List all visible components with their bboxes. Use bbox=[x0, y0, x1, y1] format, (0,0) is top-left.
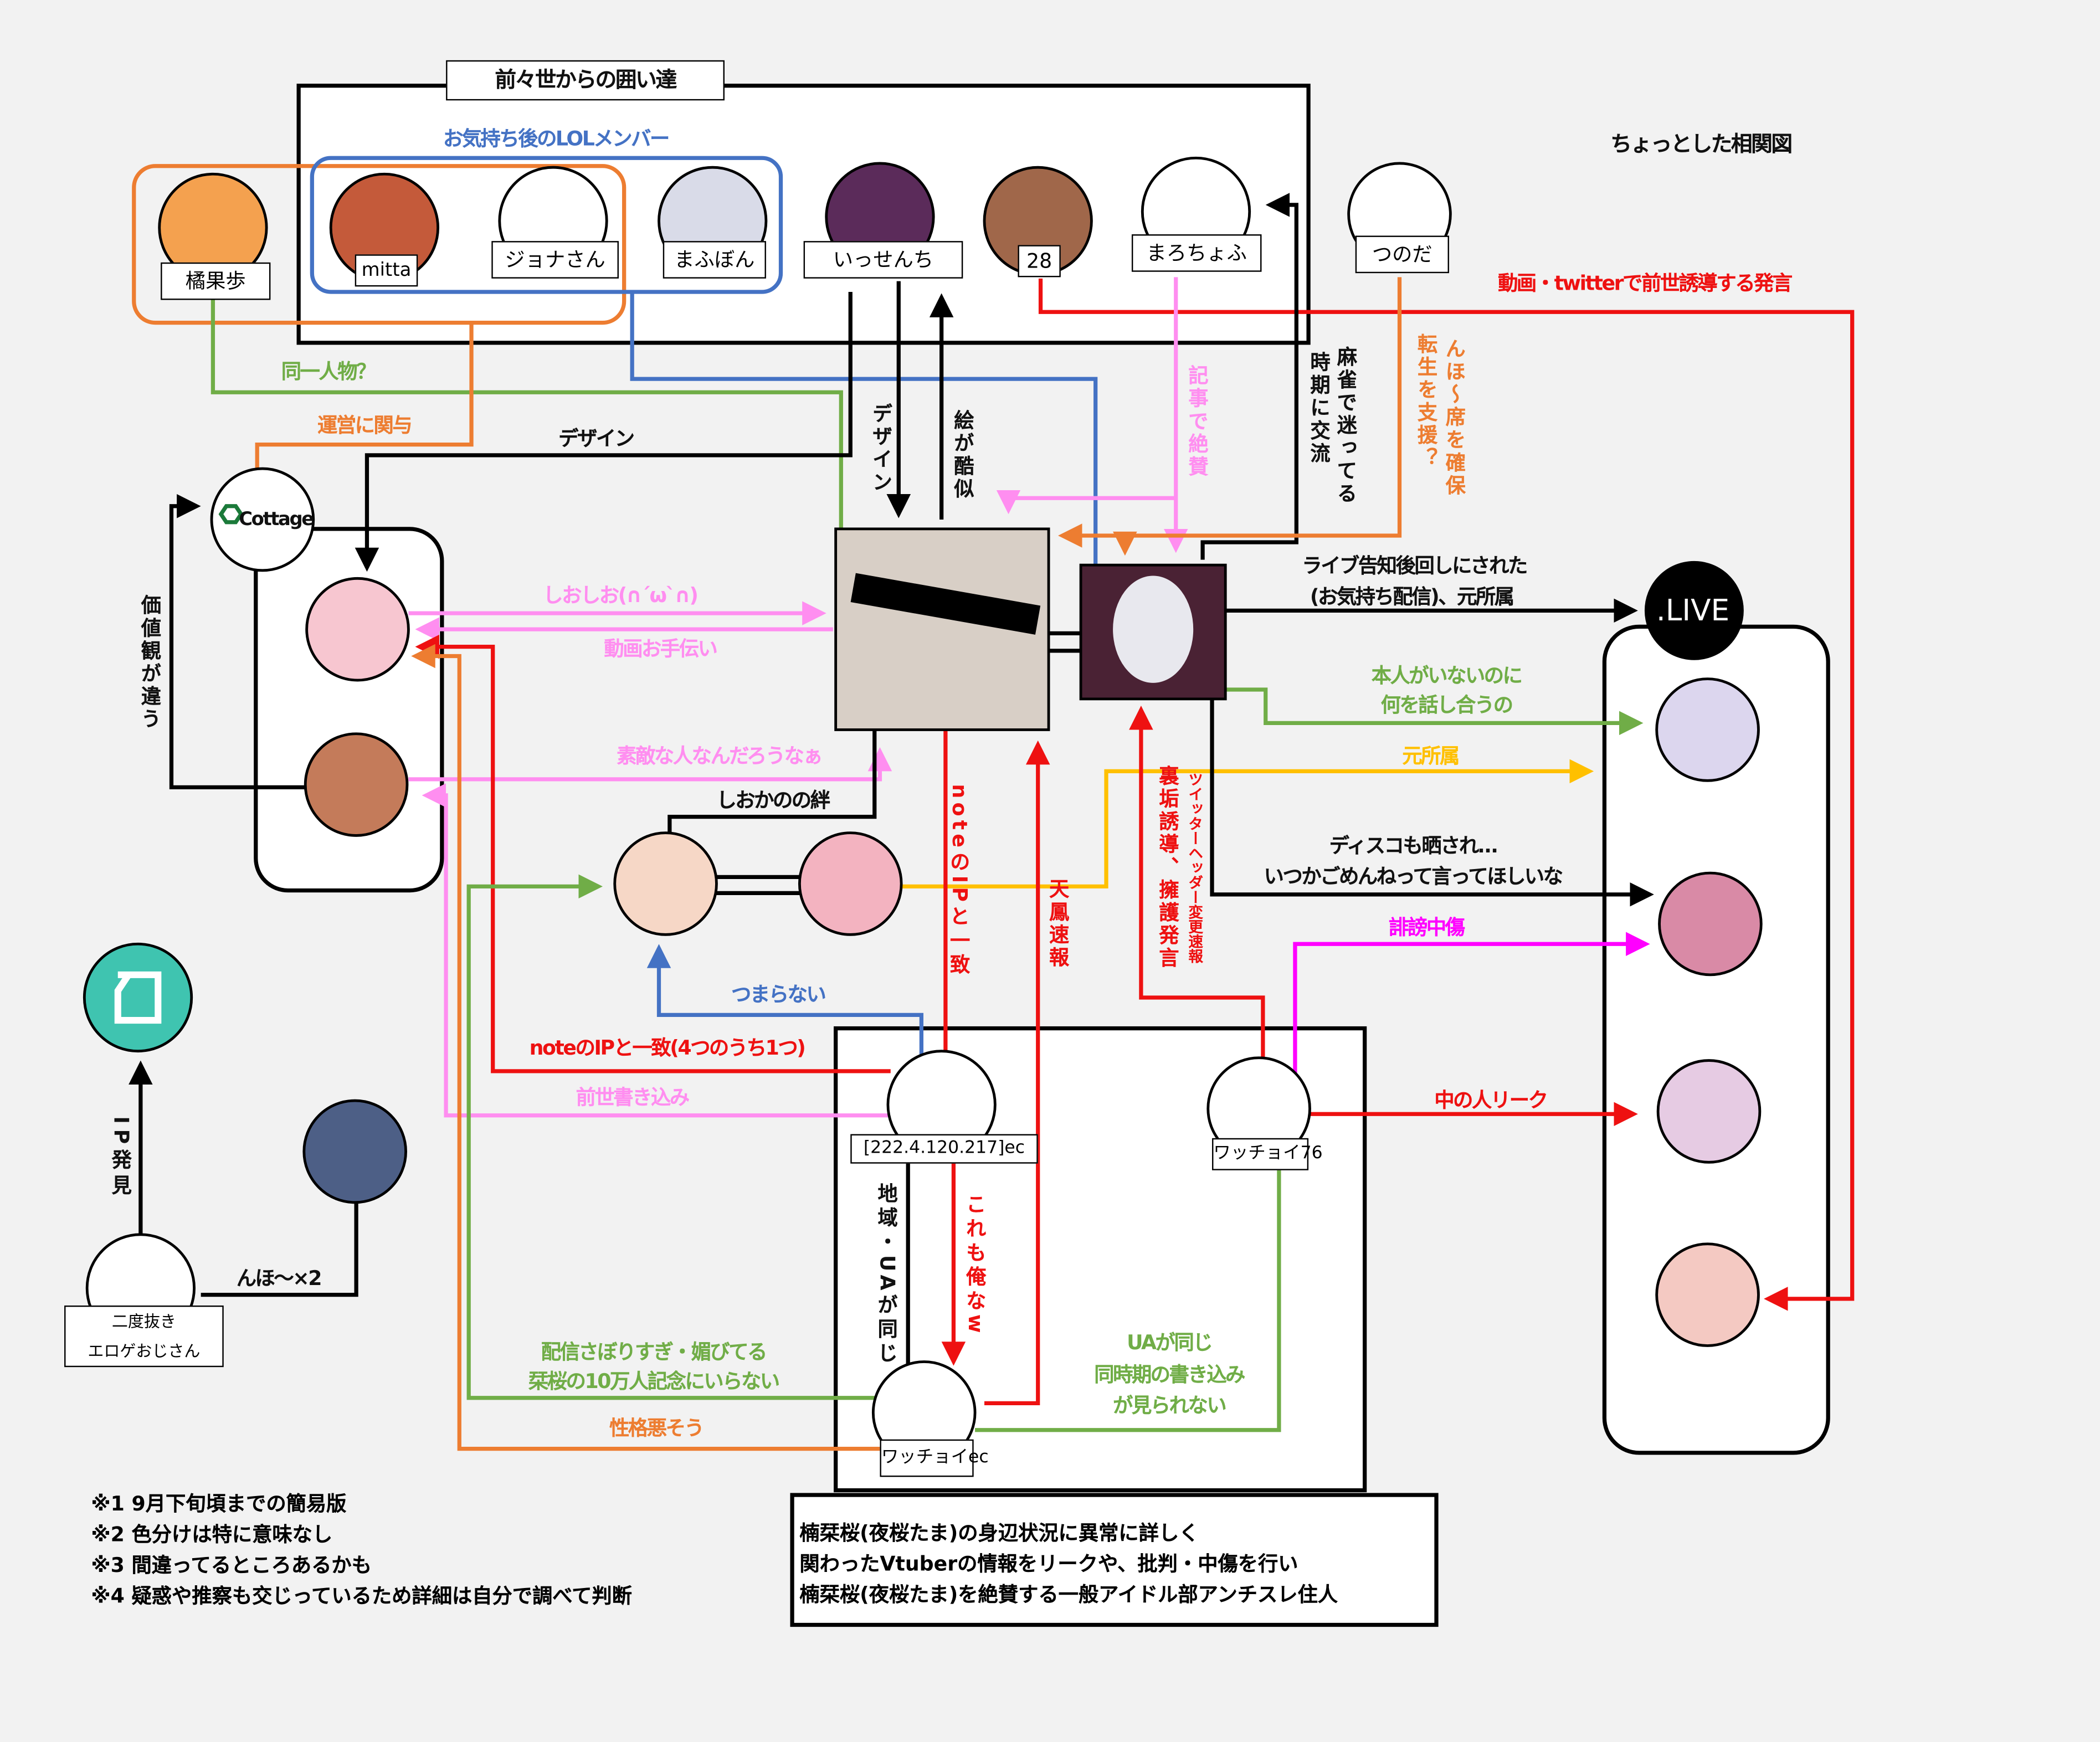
edge-label-moto-shozoku: 元所属 bbox=[1402, 744, 1460, 768]
edge-label-kiji: 記事で絶賛 bbox=[1185, 364, 1210, 479]
edge-label-note-ip-h: noteのIPと一致(4つのうち1つ) bbox=[529, 1036, 806, 1060]
node-label-28: 28 bbox=[1018, 245, 1061, 278]
ojisan-line-2: エロゲおじさん bbox=[88, 1342, 201, 1361]
silver-hair-figure bbox=[1113, 575, 1194, 683]
note-2: ※2 色分けは特に意味なし bbox=[91, 1522, 333, 1547]
edge-label-tensei: 転生を支援？ bbox=[1414, 333, 1439, 470]
live-member-4-avatar bbox=[1655, 1242, 1760, 1347]
edge-label-hibou: 誹謗中傷 bbox=[1389, 915, 1465, 940]
shio-avatar bbox=[305, 577, 410, 682]
cottage-hex-icon bbox=[218, 504, 244, 525]
edge-label-chiiki: 地域・UAが同じ bbox=[875, 1183, 900, 1367]
edge-label-naka-leak: 中の人リーク bbox=[1434, 1088, 1548, 1112]
edge-label-live-2: (お気持ち配信)、元所属 bbox=[1310, 584, 1514, 609]
note-1: ※1 9月下旬頃までの簡易版 bbox=[91, 1491, 347, 1516]
node-label-mafubon: まふぼん bbox=[663, 241, 766, 279]
node-label-watchoi76: ワッチョイ76 bbox=[1212, 1138, 1323, 1170]
node-label-ninja-ip: [222.4.120.217]ec bbox=[850, 1134, 1038, 1164]
edge-label-douitsu: 同一人物？ bbox=[281, 359, 377, 384]
edge-label-nho-x2: んほ〜×2 bbox=[236, 1266, 322, 1291]
lol-group-outline bbox=[310, 156, 783, 294]
edge-label-honnin-1: 本人がいないのに bbox=[1371, 664, 1523, 688]
document-icon bbox=[114, 971, 162, 1024]
edge-label-design-v: デザイン bbox=[869, 403, 894, 495]
edge-label-shioshio: しおしお(∩´ω`∩) bbox=[543, 583, 699, 608]
edge-label-disco-1: ディスコも晒され… bbox=[1329, 834, 1498, 858]
censor-bar bbox=[850, 573, 1041, 635]
group-title: 前々世からの囲い達 bbox=[495, 66, 677, 93]
edge-label-mahjong-1: 麻雀で迷ってる bbox=[1334, 346, 1359, 506]
edge-label-honnin-2: 何を話し合うの bbox=[1380, 693, 1513, 717]
edge-label-ua-2: 同時期の書き込み bbox=[1094, 1363, 1245, 1387]
node-label-ojisan: 二度抜きエロゲおじさん bbox=[64, 1305, 224, 1368]
edge-label-ua-1: UAが同じ bbox=[1127, 1330, 1213, 1355]
edge-label-tenhou: 天鳳速報 bbox=[1046, 878, 1071, 970]
document-icon-circle bbox=[83, 942, 193, 1053]
edge-label-nho-seki: んほ〜席を確保 bbox=[1442, 338, 1467, 498]
description-line-1: 楠栞桜(夜桜たま)の身辺状況に異常に詳しく bbox=[799, 1521, 1199, 1545]
edge-label-tsumaranai: つまらない bbox=[731, 982, 826, 1006]
blonde-avatar bbox=[798, 831, 903, 936]
edge-label-unei: 運営に関与 bbox=[317, 413, 413, 438]
edge-label-mahjong-2: 時期に交流 bbox=[1307, 351, 1332, 466]
edge-label-header: ツイッターヘッダー変更速報 bbox=[1186, 772, 1204, 964]
edge-label-haishin-2: 栞桜の10万人記念にいらない bbox=[528, 1369, 780, 1394]
node-label-tachibana: 橘果歩 bbox=[161, 262, 271, 300]
lol-group-label: お気持ち後のLOLメンバー bbox=[443, 126, 670, 151]
edge-label-douga-tetsudai: 動画お手伝い bbox=[604, 636, 718, 661]
edge-label-kizuna: しおかのの絆 bbox=[716, 788, 830, 813]
cottage-label: Cottage bbox=[239, 509, 314, 531]
page-title: ちょっとした相関図 bbox=[1610, 131, 1793, 157]
cottage-logo bbox=[210, 467, 315, 572]
previous-group-box bbox=[296, 84, 1311, 345]
description-line-3: 楠栞桜(夜桜たま)を絶賛する一般アイドル部アンチスレ住人 bbox=[799, 1582, 1338, 1607]
edge-label-e-ga-kokuji: 絵が酷似 bbox=[951, 409, 975, 501]
edge-label-design-h: デザイン bbox=[558, 426, 635, 451]
edge-label-seikaku: 性格悪そう bbox=[609, 1416, 705, 1441]
group-title-box bbox=[446, 60, 725, 101]
note-3: ※3 間違ってるところあるかも bbox=[91, 1553, 372, 1577]
edge-label-zense: 前世書き込み bbox=[576, 1085, 690, 1110]
live-member-2-avatar bbox=[1658, 871, 1763, 977]
live-member-3-avatar bbox=[1656, 1059, 1762, 1164]
edge-label-suteki: 素敵な人なんだろうなぁ bbox=[617, 744, 823, 768]
brown-hair-avatar bbox=[304, 732, 409, 837]
node-label-marochofu: まろちょふ bbox=[1131, 234, 1262, 272]
cat-ear-avatar bbox=[302, 1099, 407, 1204]
edge-label-ip-hakken: IP発見 bbox=[109, 1116, 134, 1200]
edge-label-ua-3: が見られない bbox=[1113, 1393, 1227, 1418]
edge-label-disco-2: いつかごめんねって言ってほしいな bbox=[1264, 864, 1563, 889]
node-label-issenchi: いっせんち bbox=[803, 241, 963, 279]
kanon-avatar bbox=[613, 831, 718, 936]
notes: ※1 9月下旬頃までの簡易版 ※2 色分けは特に意味なし ※3 間違ってるところ… bbox=[91, 1489, 632, 1612]
ojisan-line-1: 二度抜き bbox=[111, 1312, 176, 1331]
note-4: ※4 疑惑や推察も交じっているため詳細は自分で調べて判断 bbox=[91, 1584, 632, 1609]
live-member-1-avatar bbox=[1655, 677, 1760, 782]
node-label-jona: ジョナさん bbox=[491, 241, 619, 279]
description-line-2: 関わったVtuberの情報をリークや、批判・中傷を行い bbox=[799, 1551, 1298, 1576]
edge-label-douga-twitter: 動画・twitterで前世誘導する発言 bbox=[1498, 271, 1793, 296]
edge-label-note-ip-v: noteのIPと一致 bbox=[947, 784, 972, 978]
live-logo bbox=[1644, 561, 1744, 660]
node-label-watchoiec: ワッチョイec bbox=[880, 1439, 989, 1477]
edge-label-kachikan: 価値観が違う bbox=[138, 594, 163, 731]
orange-group-outline bbox=[132, 164, 627, 325]
edge-label-koremo: これも俺なw bbox=[963, 1194, 988, 1337]
live-label: .LIVE bbox=[1656, 594, 1730, 629]
node-label-tsunoda: つのだ bbox=[1355, 235, 1449, 274]
anti-thread-description: 楠栞桜(夜桜たま)の身辺状況に異常に詳しく 関わったVtuberの情報をリークや… bbox=[790, 1493, 1439, 1627]
edge-label-haishin-1: 配信さぼりすぎ・媚びてる bbox=[541, 1339, 768, 1364]
edge-label-live-1: ライブ告知後回しにされた bbox=[1302, 553, 1528, 578]
edge-label-uraaka: 裏垢誘導、擁護発言 bbox=[1156, 765, 1180, 970]
node-label-mitta: mitta bbox=[355, 254, 418, 287]
